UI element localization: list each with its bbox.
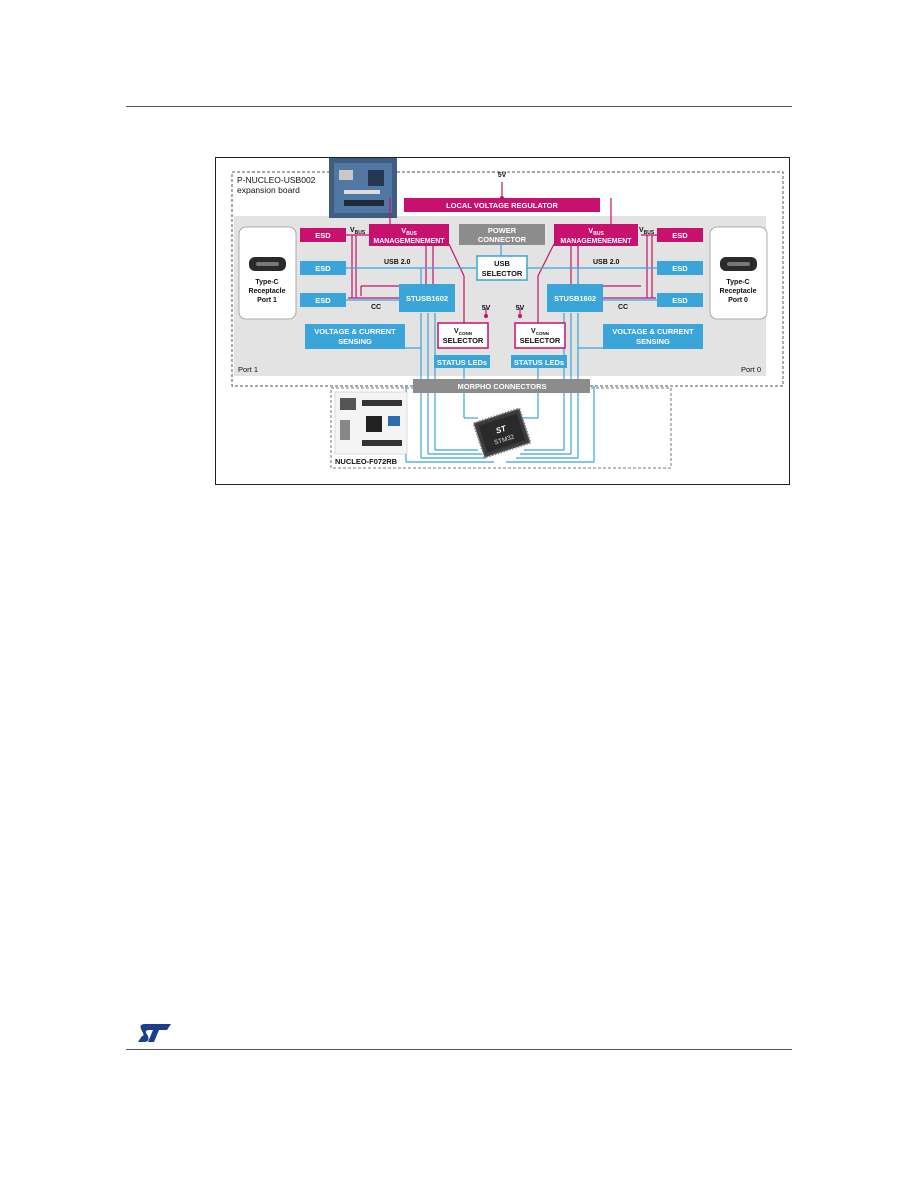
vconn-right-5v-label: 5V: [516, 305, 525, 312]
vc-sensing-right-line2: SENSING: [636, 337, 670, 346]
regulator-5v-label: 5V: [498, 172, 507, 179]
usb-selector-line1: USB: [494, 259, 510, 268]
receptacle-left-line1: Type-C: [255, 279, 278, 286]
receptacle-right-line3: Port 0: [728, 297, 748, 304]
stusb1602-right-label: STUSB1602: [554, 294, 596, 303]
vconn-left-5v-label: 5V: [482, 305, 491, 312]
vbus-management-left-box: [369, 224, 449, 246]
vbus-management-right-box: [554, 224, 638, 246]
st-logo-icon: [138, 1024, 171, 1042]
vbus-right-label: VBUS: [639, 227, 655, 236]
esd-right-usb-box: [657, 261, 703, 275]
type-c-receptacle-left: Type-C Receptacle Port 1: [238, 226, 297, 320]
vc-sensing-left-box: [305, 324, 405, 349]
status-leds-right-label: STATUS LEDs: [514, 358, 564, 367]
expansion-board-photo: [329, 158, 397, 218]
vbus-management-right-line2: MANAGEMENEMENT: [560, 238, 632, 245]
receptacle-right-line2: Receptacle: [720, 288, 757, 295]
esd-right-usb-label: ESD: [672, 264, 688, 273]
block-diagram: P-NUCLEO-USB002 expansion board: [231, 158, 784, 469]
block-diagram-figure: P-NUCLEO-USB002 expansion board: [215, 157, 790, 485]
stusb1602-left-box: [399, 284, 455, 312]
vc-sensing-right-box: [603, 324, 703, 349]
receptacle-left-line3: Port 1: [257, 297, 277, 304]
vconn-selector-left-line1: VCONN: [454, 328, 472, 336]
local-voltage-regulator-box: [404, 198, 600, 212]
usb20-left-label: USB 2.0: [384, 259, 411, 266]
vc-sensing-right-line1: VOLTAGE & CURRENT: [612, 327, 694, 336]
status-leds-left-box: [434, 355, 490, 368]
vc-sensing-left-line1: VOLTAGE & CURRENT: [314, 327, 396, 336]
vbus-management-left-line1: VBUS: [401, 226, 417, 237]
receptacle-right-line1: Type-C: [726, 279, 749, 286]
stm32-chip: ST STM32: [472, 407, 532, 459]
esd-left-usb-box: [300, 261, 346, 275]
usb-selector-box: [476, 255, 528, 281]
vconn-selector-left-line2: SELECTOR: [443, 336, 484, 345]
vconn-selector-left-box: [437, 322, 489, 349]
esd-left-usb-label: ESD: [315, 264, 331, 273]
vc-sensing-left-line2: SENSING: [338, 337, 372, 346]
vconn-selector-right-box: [514, 322, 566, 349]
stusb1602-left-label: STUSB1602: [406, 294, 448, 303]
esd-left-vbus-label: ESD: [315, 231, 331, 240]
receptacle-left-line2: Receptacle: [249, 288, 286, 295]
vconn-selector-right-line2: SELECTOR: [520, 336, 561, 345]
morpho-connectors-label: MORPHO CONNECTORS: [457, 382, 546, 391]
expansion-board-subtitle: expansion board: [237, 185, 300, 195]
power-connector-line1: POWER: [488, 226, 517, 235]
status-leds-right-box: [511, 355, 567, 368]
esd-left-cc-label: ESD: [315, 296, 331, 305]
vbus-management-left-line2: MANAGEMENEMENT: [373, 238, 445, 245]
status-leds-left-label: STATUS LEDs: [437, 358, 487, 367]
st-chip-logo: ST: [495, 423, 509, 435]
stusb1602-right-box: [547, 284, 603, 312]
usb20-right-label: USB 2.0: [593, 259, 620, 266]
vbus-management-right-line1: VBUS: [588, 226, 604, 237]
five-volt-dot: [484, 314, 488, 318]
header-rule: [126, 106, 792, 107]
five-volt-dot: [518, 314, 522, 318]
type-c-receptacle-right: Type-C Receptacle Port 0: [709, 226, 768, 320]
esd-left-cc-box: [300, 293, 346, 307]
esd-right-vbus-box: [657, 228, 703, 242]
vconn-selector-right-line1: VCONN: [531, 328, 549, 336]
port1-label: Port 1: [238, 365, 258, 374]
power-connector-box: [459, 224, 545, 245]
port0-label: Port 0: [741, 365, 761, 374]
local-voltage-regulator-label: LOCAL VOLTAGE REGULATOR: [446, 201, 558, 210]
footer-rule: [126, 1049, 792, 1050]
nucleo-label: NUCLEO-F072RB: [335, 457, 398, 466]
esd-right-cc-box: [657, 293, 703, 307]
cc-left-label: CC: [371, 304, 381, 311]
vbus-left-label: VBUS: [350, 227, 366, 236]
usb-selector-line2: SELECTOR: [482, 269, 523, 278]
esd-right-cc-label: ESD: [672, 296, 688, 305]
cc-right-label: CC: [618, 304, 628, 311]
power-connector-line2: CONNECTOR: [478, 235, 527, 244]
expansion-board-title: P-NUCLEO-USB002: [237, 175, 316, 185]
nucleo-board-photo: [334, 391, 408, 455]
esd-left-vbus-box: [300, 228, 346, 242]
morpho-connectors-box: [413, 379, 590, 393]
esd-right-vbus-label: ESD: [672, 231, 688, 240]
